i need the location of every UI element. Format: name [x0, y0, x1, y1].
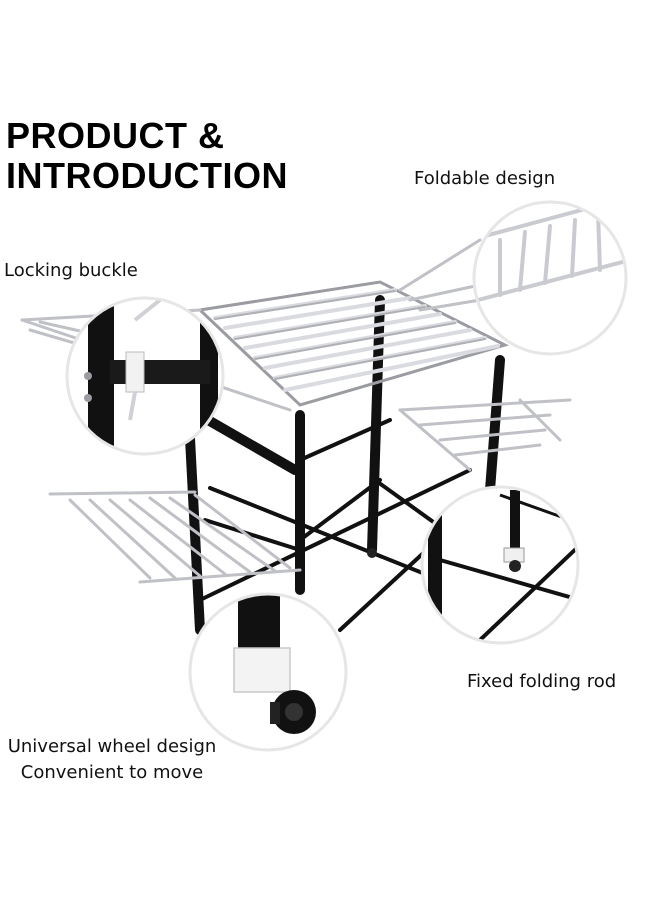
top-shelf — [196, 280, 510, 407]
callout-fixed-folding-rod: Fixed folding rod — [467, 671, 617, 692]
callout-wheel-line-2: Convenient to move — [20, 762, 204, 783]
zoom-locking-buckle — [65, 296, 225, 456]
page-title: PRODUCT & INTRODUCTION — [6, 116, 288, 196]
zoom-universal-wheel — [188, 592, 348, 752]
right-wing-lower — [398, 398, 572, 472]
callout-wheel-line-1: Universal wheel design — [7, 736, 217, 757]
zoom-fixed-folding-rod — [420, 485, 580, 645]
left-wing-lower — [48, 490, 302, 584]
callout-foldable-design: Foldable design — [414, 168, 556, 189]
callout-locking-buckle: Locking buckle — [4, 260, 138, 281]
title-line-2: INTRODUCTION — [6, 155, 288, 196]
title-line-1: PRODUCT & — [6, 115, 225, 156]
right-wing-upper — [398, 238, 482, 312]
callout-universal-wheel: Universal wheel design Convenient to mov… — [0, 734, 224, 786]
zoom-foldable-design — [472, 200, 628, 356]
